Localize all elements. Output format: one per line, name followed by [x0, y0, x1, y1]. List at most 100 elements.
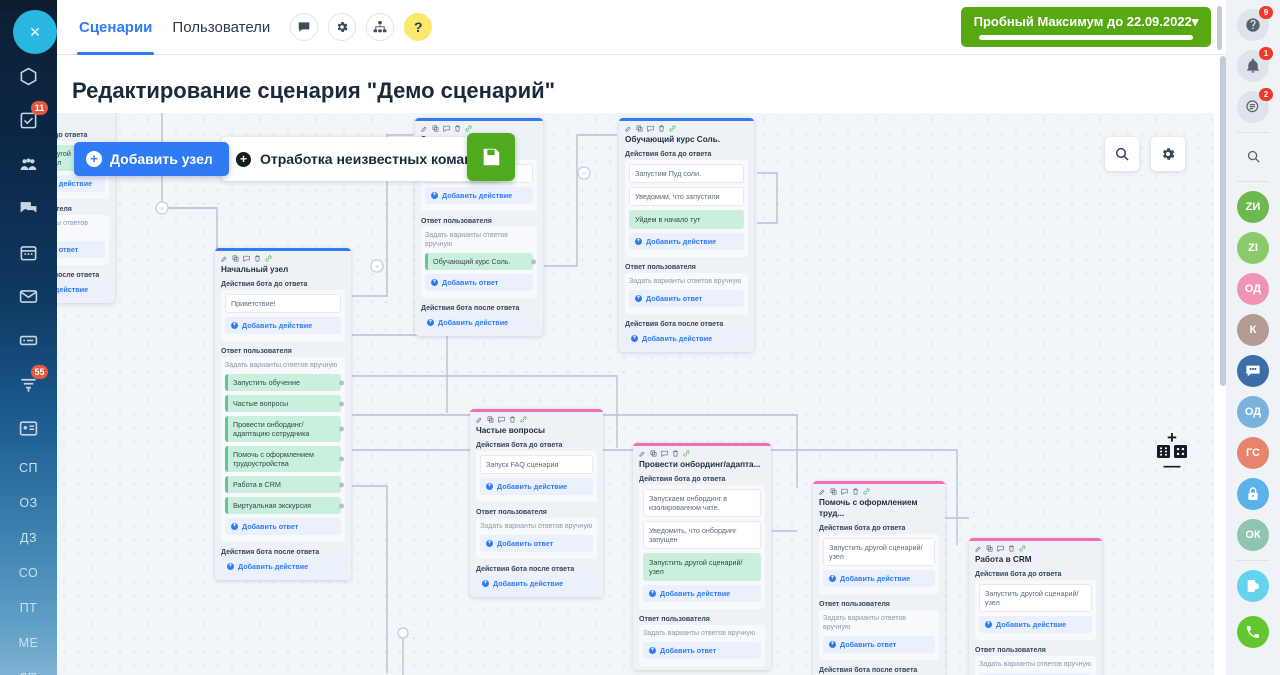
avatar-к[interactable]: К	[1237, 314, 1269, 346]
avatar-lock-icon[interactable]	[1237, 478, 1269, 510]
trash-icon[interactable]	[658, 125, 665, 132]
trial-plan-badge[interactable]: Пробный Максимум до 22.09.2022▾	[961, 7, 1211, 47]
edit-icon[interactable]	[819, 488, 826, 495]
comment-icon[interactable]	[997, 545, 1004, 552]
answer-option[interactable]: Виртуальная экскурсия	[225, 497, 344, 514]
canvas-settings-button[interactable]	[1151, 137, 1185, 171]
copy-icon[interactable]	[636, 125, 643, 132]
help-button[interactable]: ?	[404, 13, 433, 41]
avatar-гс[interactable]: ГС	[1237, 437, 1269, 469]
answer-option[interactable]: Запустить обучение	[225, 374, 344, 391]
answer-option[interactable]: Обучающий курс Соль.	[425, 253, 536, 270]
add-answer-button[interactable]: +Добавить ответ	[823, 636, 935, 653]
comment-icon[interactable]	[498, 416, 505, 423]
feed-button[interactable]: 2	[1237, 88, 1273, 123]
add-action-button[interactable]: +Добавить действие	[221, 558, 345, 575]
search-button[interactable]	[1237, 140, 1269, 172]
link-icon[interactable]	[465, 125, 472, 132]
bot-message[interactable]: Уведомить, что онбординг запущен	[643, 521, 761, 549]
avatar-zи[interactable]: ZИ	[1237, 191, 1269, 223]
rail-text-item-2[interactable]: ДЗ	[19, 530, 37, 545]
tab-users[interactable]: Пользователи	[162, 0, 280, 55]
add-action-button[interactable]: +Добавить действие	[421, 314, 537, 331]
device-sync-button[interactable]	[1237, 570, 1269, 602]
bot-message[interactable]: Уведомим, что запустили	[629, 187, 744, 206]
avatar-од[interactable]: ОД	[1237, 273, 1269, 305]
copy-icon[interactable]	[650, 450, 657, 457]
zoom-in-button[interactable]: +	[1167, 428, 1177, 447]
rail-item-mail[interactable]	[0, 274, 57, 318]
trash-icon[interactable]	[509, 416, 516, 423]
avatar-од[interactable]: ОД	[1237, 396, 1269, 428]
trash-icon[interactable]	[672, 450, 679, 457]
trash-icon[interactable]	[454, 125, 461, 132]
add-answer-button[interactable]: +Добавить ответ	[225, 518, 341, 535]
avatar-group-chat-icon[interactable]	[1237, 355, 1269, 387]
node-toolbar[interactable]	[421, 125, 537, 132]
comment-icon[interactable]	[243, 255, 250, 262]
rail-item-contact-card[interactable]	[0, 406, 57, 450]
trash-icon[interactable]	[254, 255, 261, 262]
top-scrollbar-thumb[interactable]	[1217, 6, 1222, 50]
bot-message[interactable]: Запускаем онбординг в изолированном чате…	[643, 489, 761, 517]
notifications-button[interactable]: 1	[1237, 47, 1273, 82]
bot-message[interactable]: Запуск FAQ сценария	[480, 455, 593, 474]
bot-message-linked[interactable]: Уйдем в начало тут	[629, 210, 744, 229]
zoom-preset-row[interactable]	[1157, 445, 1187, 458]
node-toolbar[interactable]	[476, 416, 597, 423]
comment-icon[interactable]	[443, 125, 450, 132]
grid-icon[interactable]	[1174, 445, 1187, 458]
node-toolbar[interactable]	[221, 255, 345, 262]
avatar-zi[interactable]: ZI	[1237, 232, 1269, 264]
trash-icon[interactable]	[852, 488, 859, 495]
copy-icon[interactable]	[986, 545, 993, 552]
bot-message[interactable]: Запустить другой сценарий/узел	[823, 538, 935, 566]
rail-item-calendar[interactable]	[0, 230, 57, 274]
link-icon[interactable]	[669, 125, 676, 132]
add-action-button[interactable]: +Добавить действие	[480, 478, 593, 495]
copy-icon[interactable]	[432, 125, 439, 132]
rail-text-item-5[interactable]: МЕ	[18, 635, 39, 650]
rail-item-task-check[interactable]: 11	[0, 98, 57, 142]
node-toolbar[interactable]	[819, 488, 939, 495]
fit-screen-icon[interactable]	[1157, 445, 1170, 458]
add-answer-button[interactable]: +Добавить ответ	[979, 673, 1092, 675]
edit-icon[interactable]	[221, 255, 228, 262]
rail-text-item-6[interactable]: ЗП	[0, 660, 57, 675]
rail-item-chat-bubbles[interactable]	[0, 186, 57, 230]
copy-icon[interactable]	[232, 255, 239, 262]
node-employment[interactable]: Помочь с оформлением труд...Действия бот…	[813, 481, 945, 675]
node-toolbar[interactable]	[639, 450, 765, 457]
tab-scenarios[interactable]: Сценарии	[69, 0, 162, 55]
add-answer-button[interactable]: +Добавить ответ	[57, 241, 105, 258]
bot-message-linked[interactable]: Запустить другой сценарий/узел	[643, 553, 761, 581]
comment-icon[interactable]	[661, 450, 668, 457]
add-action-button[interactable]: +Добавить действие	[476, 575, 597, 592]
edit-icon[interactable]	[421, 125, 428, 132]
zoom-out-button[interactable]: —	[1163, 456, 1181, 475]
phone-button[interactable]	[1237, 616, 1269, 648]
add-action-button[interactable]: +Добавить действие	[225, 317, 341, 334]
unknown-commands-button[interactable]: + Отработка неизвестных команд	[222, 137, 500, 181]
rail-text-item-3[interactable]: СО	[18, 565, 39, 580]
add-action-button[interactable]: +Добавить действие	[979, 616, 1092, 633]
rail-item-drive[interactable]	[0, 318, 57, 362]
add-node-button[interactable]: + Добавить узел	[74, 142, 229, 176]
bot-message[interactable]: Приветствие!	[225, 294, 341, 313]
answer-option[interactable]: Провести онбординг/ адаптацию сотрудника	[225, 416, 344, 442]
bot-message[interactable]: Запустить другой сценарий/узел	[979, 584, 1092, 612]
close-button[interactable]: ×	[13, 10, 57, 54]
save-button[interactable]	[467, 133, 515, 181]
canvas-search-button[interactable]	[1105, 137, 1139, 171]
add-answer-button[interactable]: +Добавить ответ	[480, 535, 593, 552]
add-action-button[interactable]: +Добавить действие	[643, 585, 761, 602]
main-scrollbar[interactable]	[1220, 56, 1226, 616]
comment-icon[interactable]	[647, 125, 654, 132]
edit-icon[interactable]	[625, 125, 632, 132]
link-icon[interactable]	[520, 416, 527, 423]
node-toolbar[interactable]	[625, 125, 748, 132]
link-icon[interactable]	[265, 255, 272, 262]
rail-text-item-0[interactable]: СП	[18, 460, 38, 475]
